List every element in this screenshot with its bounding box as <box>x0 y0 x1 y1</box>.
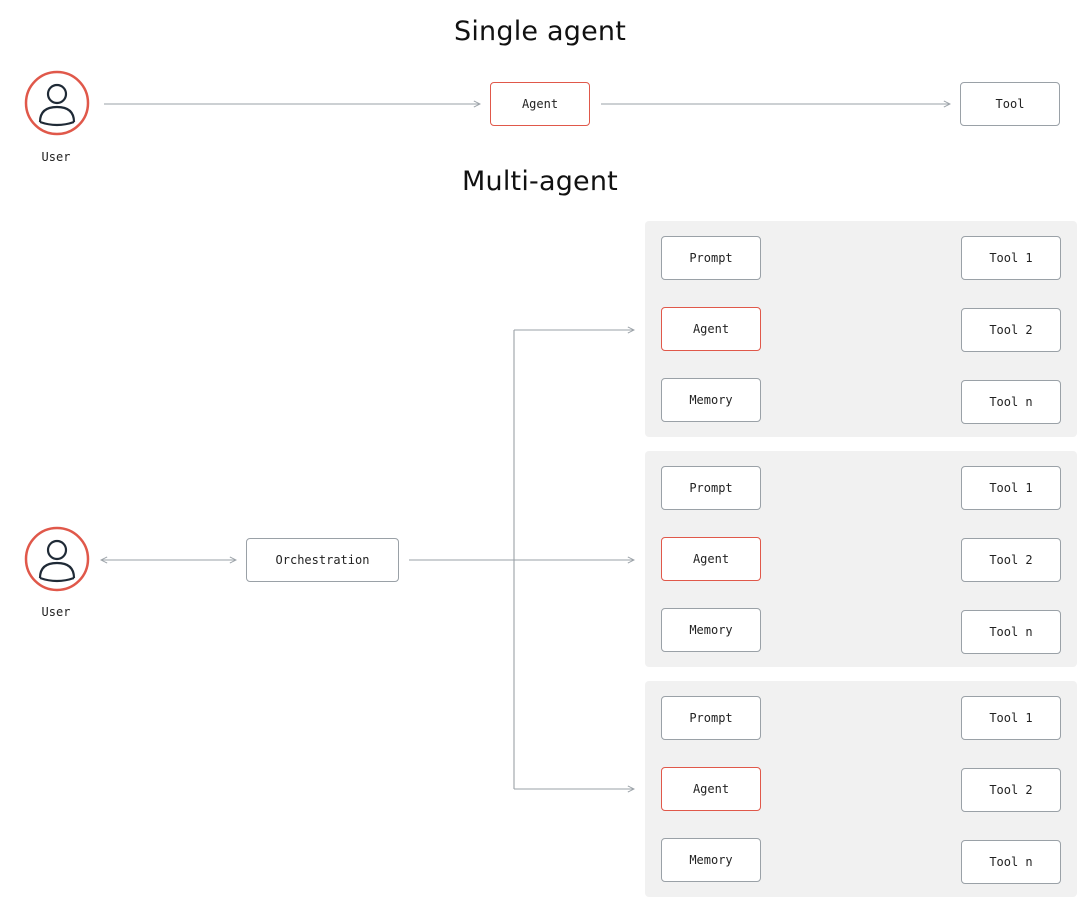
single-agent-title: Single agent <box>454 16 626 47</box>
prompt-node[interactable]: Prompt <box>661 236 761 280</box>
agent-node[interactable]: Agent <box>661 307 761 351</box>
multi-user-label: User <box>41 605 71 619</box>
tool-node[interactable]: Tool n <box>961 840 1061 884</box>
single-tool-node[interactable]: Tool <box>960 82 1060 126</box>
tool-node[interactable]: Tool 1 <box>961 466 1061 510</box>
memory-node[interactable]: Memory <box>661 838 761 882</box>
agent-node[interactable]: Agent <box>661 767 761 811</box>
prompt-node[interactable]: Prompt <box>661 696 761 740</box>
tool-node[interactable]: Tool 2 <box>961 308 1061 352</box>
agent-node[interactable]: Agent <box>661 537 761 581</box>
user-icon <box>24 526 90 592</box>
tool-node[interactable]: Tool 2 <box>961 538 1061 582</box>
tool-node[interactable]: Tool n <box>961 380 1061 424</box>
multi-agent-title: Multi-agent <box>462 166 618 197</box>
tool-node[interactable]: Tool 1 <box>961 696 1061 740</box>
orchestration-node[interactable]: Orchestration <box>246 538 399 582</box>
memory-node[interactable]: Memory <box>661 378 761 422</box>
memory-node[interactable]: Memory <box>661 608 761 652</box>
tool-node[interactable]: Tool 2 <box>961 768 1061 812</box>
single-user-label: User <box>41 150 71 164</box>
tool-node[interactable]: Tool n <box>961 610 1061 654</box>
prompt-node[interactable]: Prompt <box>661 466 761 510</box>
single-agent-node[interactable]: Agent <box>490 82 590 126</box>
user-icon <box>24 70 90 136</box>
tool-node[interactable]: Tool 1 <box>961 236 1061 280</box>
